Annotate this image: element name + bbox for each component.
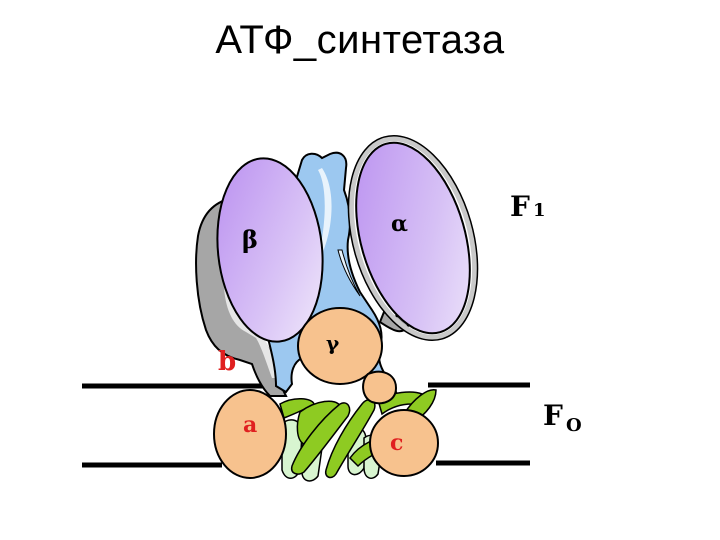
alpha-subunit xyxy=(355,141,471,335)
slide-title: АТФ_синтетаза xyxy=(215,18,505,62)
fo-label-main: F xyxy=(543,399,563,432)
c-label: c xyxy=(390,430,403,456)
c-ring-green-segment xyxy=(324,399,376,479)
a-subunit xyxy=(213,389,287,479)
b-label: b xyxy=(218,347,236,377)
fo-label-subscript: O xyxy=(566,415,582,436)
gamma-lower-lobe xyxy=(362,370,398,405)
gamma-subunit xyxy=(297,307,383,385)
c-ring-green-segment xyxy=(290,402,351,475)
alpha-label: α xyxy=(391,211,408,237)
f1-label-main: F xyxy=(510,190,530,223)
f1-label-subscript: 1 xyxy=(533,200,546,221)
alpha-subunit-rim xyxy=(348,136,478,340)
beta-label: β xyxy=(242,225,258,254)
c-ring xyxy=(279,389,437,482)
membrane xyxy=(82,382,530,468)
beta-subunit xyxy=(216,157,324,343)
gamma-label: γ xyxy=(326,331,340,355)
alpha-subunit-outline xyxy=(347,134,479,342)
blue-stalk-highlight xyxy=(306,168,332,282)
a-label: a xyxy=(243,412,257,438)
f1-label: F 1 xyxy=(510,190,546,223)
blue-stalk-highlight-2 xyxy=(337,249,361,297)
fo-label: F O xyxy=(543,399,582,436)
c-subunit xyxy=(369,409,439,477)
